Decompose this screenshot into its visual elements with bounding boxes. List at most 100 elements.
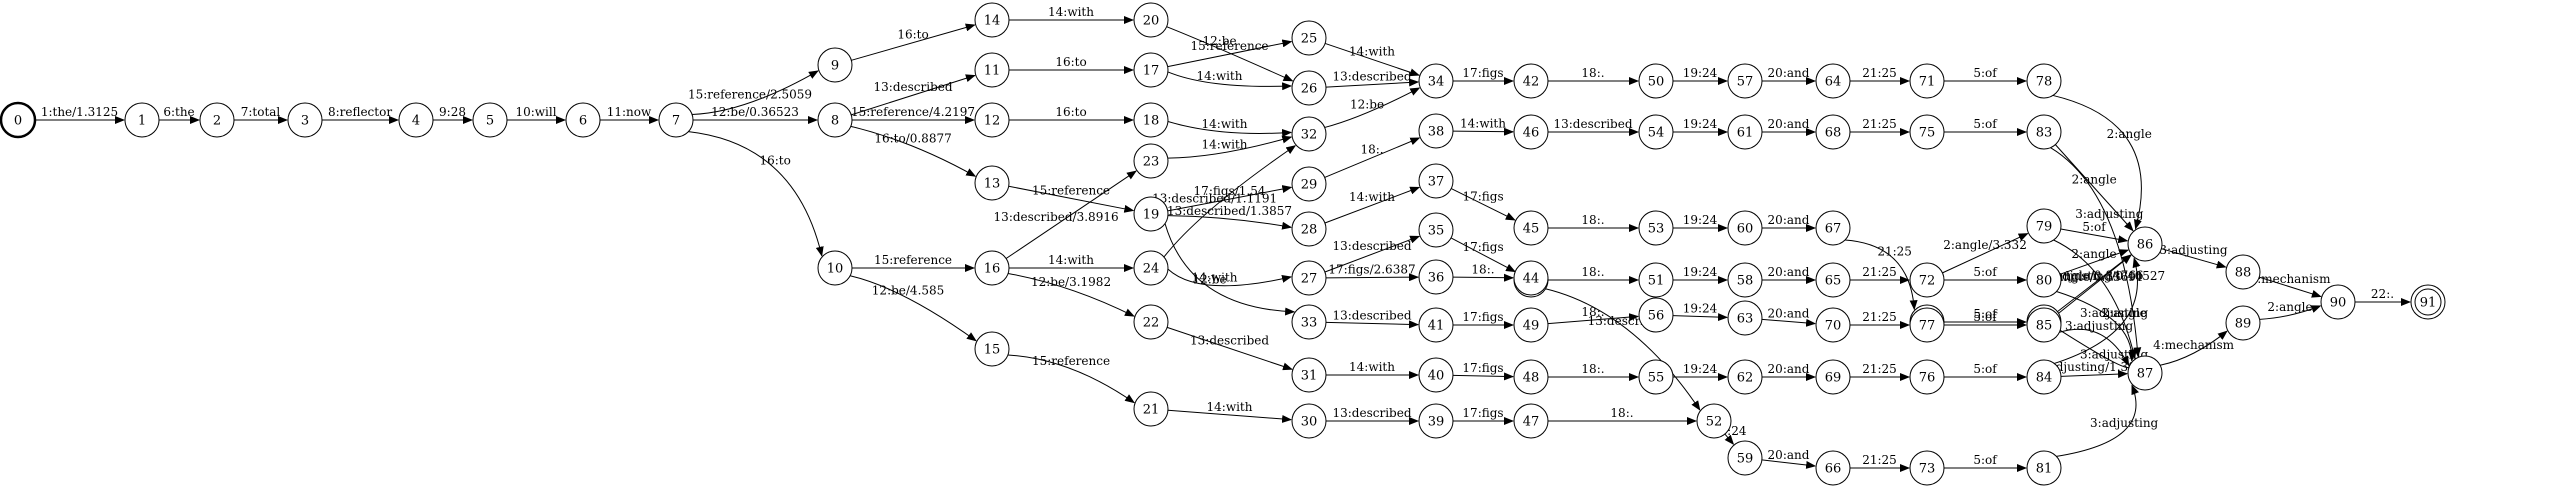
state-node-16: 16: [974, 250, 1010, 286]
state-circle: [1638, 114, 1674, 150]
state-circle: [1815, 359, 1851, 395]
state-circle: [1727, 63, 1763, 99]
edge-8-13: [850, 125, 977, 177]
state-circle: [817, 250, 853, 286]
state-circle: [2026, 262, 2062, 298]
state-circle: [1638, 262, 1674, 298]
edge-label-77-85: 5:of: [1973, 310, 1998, 324]
state-label: 18: [1143, 114, 1160, 129]
edge-15-21: [1007, 354, 1135, 404]
state-circle: [2026, 450, 2062, 486]
state-label: 46: [1523, 126, 1540, 141]
state-node-86: 86: [2127, 226, 2163, 262]
state-node-28: 28: [1291, 211, 1327, 247]
state-node-17: 17: [1133, 52, 1169, 88]
edge-label-34-42: 17:figs: [1462, 66, 1503, 80]
state-node-63: 63: [1727, 300, 1763, 336]
state-circle: [2026, 307, 2062, 343]
edge-label-30-39: 13:described: [1332, 406, 1411, 420]
state-circle: [2225, 254, 2261, 290]
state-circle: [1815, 262, 1851, 298]
state-label: 31: [1301, 369, 1318, 384]
state-label: 76: [1919, 371, 1936, 386]
edge-label-58-65: 20:and: [1768, 265, 1810, 279]
edge-label-7-10: 16:to: [759, 154, 790, 168]
state-label: 17: [1143, 64, 1160, 79]
edge-label-54-61: 19:24: [1683, 117, 1718, 131]
state-circle: [1815, 450, 1851, 486]
edge-35-43: [1450, 237, 1516, 273]
edge-label-22-31: 13:described: [1190, 333, 1269, 347]
state-circle: [974, 165, 1010, 201]
state-label: 72: [1919, 274, 1936, 289]
state-label: 22: [1143, 316, 1160, 331]
edge-24-27: [1167, 268, 1293, 287]
state-circle: [1133, 250, 1169, 286]
state-circle: [1513, 210, 1549, 246]
state-label: 70: [1825, 319, 1842, 334]
state-circle: [2320, 284, 2356, 320]
state-label: 63: [1737, 312, 1754, 327]
edge-17-26: [1167, 71, 1293, 91]
state-label: 61: [1737, 126, 1754, 141]
state-circle: [1291, 166, 1327, 202]
state-node-5: 5: [472, 102, 508, 138]
edge-label-36-44: 18:.: [1471, 262, 1494, 276]
state-node-65: 65: [1815, 262, 1851, 298]
state-label: 86: [2137, 238, 2154, 253]
state-circle: [1291, 116, 1327, 152]
edge-52-59: [1724, 433, 1735, 445]
state-label: 88: [2235, 266, 2252, 281]
edge-label-68-75: 21:25: [1862, 117, 1897, 131]
state-node-2: 2: [199, 102, 235, 138]
edge-38-46: [1452, 127, 1514, 136]
state-node-83: 83: [2026, 114, 2062, 150]
state-node-0: 0: [0, 101, 37, 139]
state-node-78: 78: [2026, 63, 2062, 99]
edges-layer: [35, 16, 2411, 472]
edge-label-80-87: 3:adjusting: [2080, 306, 2149, 320]
state-circle: [974, 331, 1010, 367]
state-label: 14: [984, 14, 1001, 29]
state-circle: [1418, 212, 1454, 248]
state-node-35: 35: [1418, 212, 1454, 248]
edge-63-70: [1761, 318, 1817, 327]
state-label: 75: [1919, 126, 1936, 141]
state-node-32: 32: [1291, 116, 1327, 152]
state-circle: [124, 102, 160, 138]
state-label: 20: [1143, 14, 1160, 29]
edge-19-33: [1164, 223, 1296, 316]
edge-label-32-34: 12:be: [1350, 98, 1384, 112]
state-label: 65: [1825, 274, 1842, 289]
edge-label-66-73: 21:25: [1862, 453, 1897, 467]
edge-label-62-69: 20:and: [1768, 362, 1810, 376]
edge-label-19-33: 12:be: [1193, 273, 1227, 287]
edge-label-18-32: 14:with: [1202, 117, 1248, 131]
state-node-41: 41: [1418, 307, 1454, 343]
state-circle: [1418, 163, 1454, 199]
edge-label-37-45: 17:figs: [1462, 189, 1503, 203]
edge-79-87: [2053, 239, 2137, 360]
state-circle: [2410, 284, 2446, 320]
state-circle: [817, 47, 853, 83]
state-circle: [1133, 304, 1169, 340]
edge-9-14: [851, 23, 976, 61]
state-circle: [2026, 208, 2062, 244]
state-label: 85: [2036, 319, 2053, 334]
state-node-91: 91: [2410, 284, 2446, 320]
edge-27-35: [1324, 235, 1421, 273]
edge-label-12-18: 16:to: [1055, 105, 1086, 119]
edge-86-88: [2161, 248, 2227, 269]
state-circle: [1638, 359, 1674, 395]
state-node-7: 7: [658, 102, 694, 138]
edge-label-82-86: 2:angle/0.84766: [2045, 268, 2144, 282]
edge-label-63-70: 20:and: [1768, 306, 1810, 320]
state-circle: [1727, 359, 1763, 395]
state-node-8: 8: [817, 102, 853, 138]
edge-label-15-21: 15:reference: [1032, 354, 1110, 368]
state-node-1: 1: [124, 102, 160, 138]
state-node-64: 64: [1815, 63, 1851, 99]
edge-26-34: [1325, 78, 1420, 88]
state-label: 35: [1428, 224, 1445, 239]
edge-label-51-58: 19:24: [1683, 265, 1718, 279]
